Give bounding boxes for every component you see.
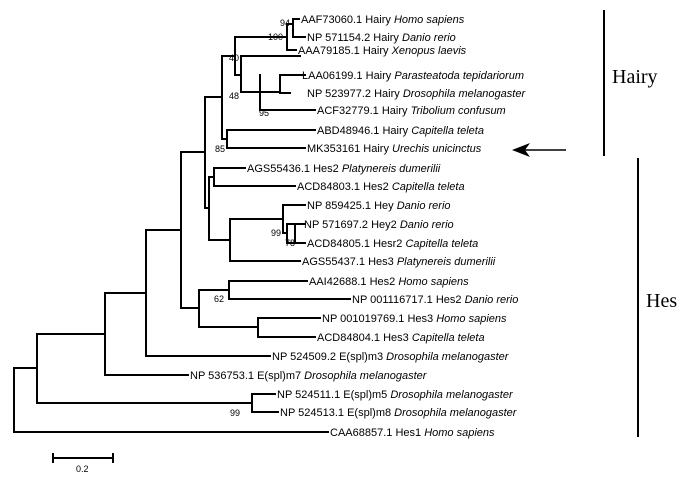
tree-branches bbox=[13, 18, 351, 433]
leaf-label: ACF32779.1 Hairy Tribolium confusum bbox=[317, 105, 506, 117]
leaf-label: AGS55437.1 Hes3 Platynereis dumerilii bbox=[302, 256, 496, 268]
leaf-labels: AAF73060.1 Hairy Homo sapiens NP 571154.… bbox=[190, 14, 526, 439]
scale-bar: 0.2 bbox=[52, 453, 114, 474]
hes-group-label: Hes bbox=[646, 290, 677, 312]
leaf-label: NP 536753.1 E(spl)m7 Drosophila melanoga… bbox=[190, 370, 428, 382]
branch-espl-m3 bbox=[145, 229, 271, 357]
highlight-arrow bbox=[512, 143, 566, 157]
leaf-label: AAI42688.1 Hes2 Homo sapiens bbox=[309, 276, 469, 288]
leaf-label: NP 524509.2 E(spl)m3 Drosophila melanoga… bbox=[272, 351, 510, 363]
bootstrap-value: 95 bbox=[259, 108, 269, 118]
leaf-label: NP 524513.1 E(spl)m8 Drosophila melanoga… bbox=[280, 407, 518, 419]
leaf-label: NP 523977.2 Hairy Drosophila melanogaste… bbox=[307, 88, 526, 100]
bootstrap-value: 62 bbox=[214, 294, 224, 304]
leaf-label: NP 859425.1 Hey Danio rerio bbox=[307, 200, 451, 212]
branch-hes3-pair bbox=[257, 317, 321, 338]
bootstrap-value: 48 bbox=[229, 91, 239, 101]
leaf-label: AGS55436.1 Hes2 Platynereis dumerilii bbox=[247, 163, 441, 175]
bootstrap-value: 94 bbox=[280, 18, 290, 28]
branch-espl-m5-m8 bbox=[251, 393, 279, 413]
bootstrap-value: 99 bbox=[271, 228, 281, 238]
bootstrap-value: 100 bbox=[268, 32, 283, 42]
leaf-label: NP 001019769.1 Hes3 Homo sapiens bbox=[322, 313, 507, 325]
leaf-label: AAA79185.1 Hairy Xenopus laevis bbox=[298, 45, 467, 57]
branch-espl-node bbox=[36, 333, 253, 404]
bootstrap-value: 40 bbox=[229, 53, 239, 63]
leaf-label: NP 001116717.1 Hes2 Danio rerio bbox=[352, 294, 518, 306]
branch-annelid-hairy bbox=[226, 129, 316, 149]
branch-upper-node bbox=[180, 151, 206, 309]
leaf-label: ACD84803.1 Hes2 Capitella teleta bbox=[297, 181, 465, 193]
branch-root bbox=[13, 367, 329, 433]
leaf-label: NP 571697.2 Hey2 Danio rerio bbox=[304, 219, 454, 231]
leaf-label: NP 571154.2 Hairy Danio rerio bbox=[307, 32, 456, 44]
bootstrap-value: 85 bbox=[215, 144, 225, 154]
bootstrap-values: 94 100 40 48 95 85 99 78 62 99 bbox=[214, 18, 295, 418]
branch-hairy-zebrafish bbox=[292, 29, 306, 38]
leaf-label: CAA68857.1 Hes1 Homo sapiens bbox=[330, 427, 495, 439]
leaf-label: ABD48946.1 Hairy Capitella teleta bbox=[317, 125, 484, 137]
leaf-label: ACD84804.1 Hes3 Capitella teleta bbox=[317, 332, 485, 344]
leaf-label: AAF73060.1 Hairy Homo sapiens bbox=[301, 14, 465, 26]
scale-bar-label: 0.2 bbox=[76, 464, 89, 474]
branch-arthropod-a bbox=[279, 74, 306, 94]
leaf-label: LAA06199.1 Hairy Parasteatoda tepidarior… bbox=[302, 70, 524, 82]
hairy-group-label: Hairy bbox=[612, 66, 658, 88]
bootstrap-value: 99 bbox=[230, 408, 240, 418]
bootstrap-value: 78 bbox=[285, 238, 295, 248]
leaf-label-highlighted: MK353161 Hairy Urechis unicinctus bbox=[307, 143, 482, 155]
leaf-label: ACD84805.1 Hesr2 Capitella teleta bbox=[307, 238, 478, 250]
leaf-label: NP 524511.1 E(spl)m5 Drosophila melanoga… bbox=[277, 389, 514, 401]
